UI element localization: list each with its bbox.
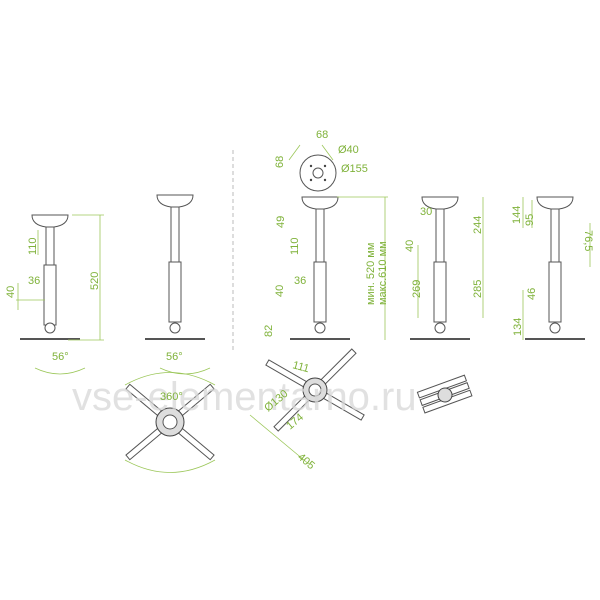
- dim-520: 520: [89, 272, 101, 290]
- dim-82: 82: [263, 325, 275, 337]
- height-min: мин. 520 мм: [365, 243, 377, 305]
- dim-244: 244: [472, 216, 484, 234]
- pole-view-min: [20, 214, 80, 340]
- dim-40: 40: [404, 240, 416, 252]
- cross-bracket-rotating: [125, 383, 215, 461]
- dim-d155: Ø155: [341, 163, 368, 175]
- outer-tube: [548, 261, 562, 323]
- dimension-lines: [16, 144, 591, 473]
- dim-76-5: 76,5: [582, 230, 594, 251]
- dim-36: 36: [294, 275, 306, 287]
- ceiling-plate-top-view: [299, 154, 337, 192]
- pole-view-side: [410, 196, 470, 340]
- dim-49: 49: [275, 216, 287, 228]
- angle-56: 56°: [166, 351, 183, 363]
- dim-40: 40: [274, 285, 286, 297]
- pole-views: [20, 194, 585, 340]
- dim-405: 405: [295, 451, 317, 472]
- dim-144: 144: [511, 206, 523, 224]
- cross-bracket-dimensioned: [265, 348, 365, 432]
- dim-110: 110: [289, 237, 301, 255]
- height-max: макс.610 мм: [377, 241, 389, 305]
- pole-view-front: [290, 196, 350, 340]
- pole-view-extended: [145, 194, 205, 340]
- outer-tube: [433, 261, 447, 323]
- dim-95: 95: [524, 214, 536, 226]
- dim-d40: Ø40: [338, 144, 359, 156]
- ceiling-plate: [156, 194, 194, 208]
- watermark: vse-elementarno.ru: [72, 375, 417, 419]
- dim-46: 46: [526, 288, 538, 300]
- ceiling-plate: [536, 196, 574, 210]
- cross-bracket-folded: [416, 374, 473, 414]
- dim-134: 134: [512, 318, 524, 336]
- ball-joint: [434, 322, 446, 334]
- pole-view-lever: [525, 196, 585, 340]
- ball-joint: [314, 322, 326, 334]
- outer-tube: [313, 261, 327, 323]
- dim-111: 111: [291, 359, 310, 375]
- dim-40: 40: [5, 286, 17, 298]
- angle-56: 56°: [52, 351, 69, 363]
- dim-269: 269: [411, 280, 423, 298]
- dimension-labels: 110 40 36 520 56° 56° 68 68 Ø40 Ø155 49 …: [5, 129, 594, 472]
- dim-285: 285: [472, 280, 484, 298]
- outer-tube: [168, 261, 182, 323]
- dim-36: 36: [28, 275, 40, 287]
- ceiling-plate: [31, 214, 69, 228]
- ball-joint: [549, 322, 561, 334]
- dim-110: 110: [27, 237, 39, 255]
- ball-joint: [44, 322, 56, 334]
- ball-joint: [169, 322, 181, 334]
- ceiling-plate: [301, 196, 339, 210]
- dim-68: 68: [316, 129, 328, 141]
- rotation-360: 360°: [160, 391, 183, 403]
- dim-30: 30: [420, 206, 432, 218]
- outer-tube: [43, 264, 57, 326]
- dim-68: 68: [274, 156, 286, 168]
